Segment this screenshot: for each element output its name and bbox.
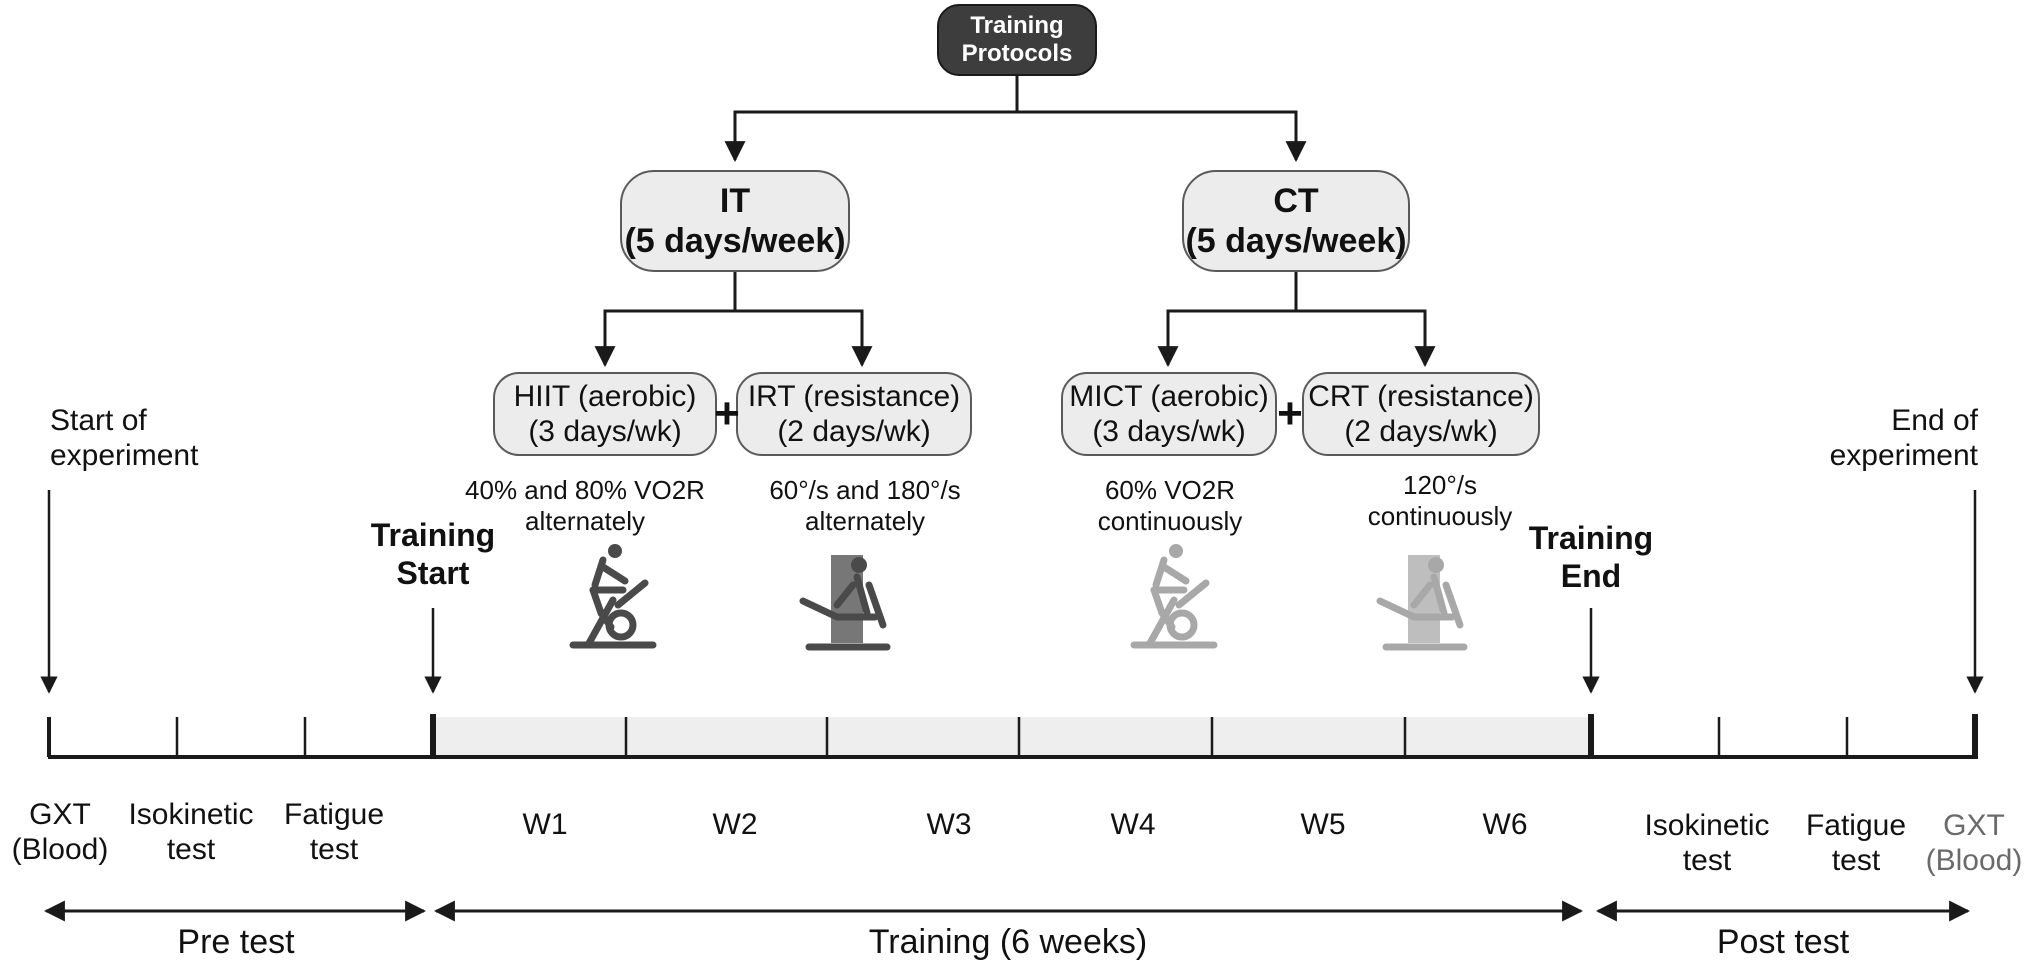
- connector-root-ct: [1017, 110, 1307, 163]
- timeline: [47, 714, 1978, 759]
- post-test-phase-label: Post test: [1716, 923, 1850, 961]
- pre-test-phase-label: Pre test: [177, 923, 295, 961]
- irt-box: IRT (resistance) (2 days/wk): [736, 372, 972, 456]
- post-test-fatigue: Fatigue test: [1805, 809, 1907, 878]
- week-label: W2: [712, 808, 758, 841]
- week-label: W4: [1110, 808, 1156, 841]
- post-test-gxt: GXT (Blood): [1925, 809, 2023, 878]
- mict-name: MICT (aerobic): [1069, 379, 1269, 413]
- ct-frequency: (5 days/week): [1185, 222, 1407, 260]
- stationary-bike-icon: [1130, 544, 1218, 649]
- week-label: W5: [1300, 808, 1346, 841]
- it-frequency: (5 days/week): [624, 222, 846, 260]
- week-label: W1: [522, 808, 568, 841]
- training-phase-label: Training (6 weeks): [868, 923, 1148, 961]
- irt-description: 60°/s and 180°/s alternately: [769, 475, 961, 536]
- it-name: IT: [719, 181, 751, 220]
- training-start-label: Training Start: [370, 517, 496, 591]
- irt-name: IRT (resistance): [747, 379, 961, 413]
- training-band: [435, 717, 1590, 755]
- plus-sign-it: +: [714, 389, 740, 438]
- hiit-box: HIIT (aerobic) (3 days/wk): [493, 372, 717, 456]
- irt-frequency: (2 days/wk): [777, 415, 931, 448]
- plus-sign-ct: +: [1277, 389, 1303, 438]
- mict-frequency: (3 days/wk): [1092, 415, 1246, 448]
- connector-root: [724, 76, 1019, 163]
- pre-test-gxt: GXT (Blood): [11, 798, 109, 867]
- hiit-frequency: (3 days/wk): [528, 415, 682, 448]
- connector-it: [594, 272, 737, 368]
- it-box: IT (5 days/week): [620, 170, 850, 272]
- crt-frequency: (2 days/wk): [1344, 415, 1498, 448]
- leg-extension-machine-icon: [799, 555, 891, 651]
- stationary-bike-icon: [569, 544, 657, 649]
- mict-box: MICT (aerobic) (3 days/wk): [1061, 372, 1277, 456]
- training-protocols-box: Training Protocols: [937, 4, 1097, 76]
- connector-ct-crt: [1296, 309, 1436, 368]
- ct-name: CT: [1273, 181, 1319, 220]
- pre-test-isokinetic: Isokinetic test: [128, 798, 254, 867]
- week-label: W3: [926, 808, 972, 841]
- tree-connectors: [594, 76, 1436, 368]
- start-of-experiment-label: Start of experiment: [50, 404, 199, 473]
- crt-name: CRT (resistance): [1308, 379, 1534, 413]
- crt-box: CRT (resistance) (2 days/wk): [1302, 372, 1540, 456]
- post-test-isokinetic: Isokinetic test: [1644, 809, 1770, 878]
- connector-ct: [1157, 272, 1298, 368]
- ct-box: CT (5 days/week): [1182, 170, 1410, 272]
- leg-extension-machine-icon: [1376, 555, 1468, 651]
- end-of-experiment-label: End of experiment: [1829, 404, 1978, 473]
- training-end-label: Training End: [1528, 520, 1654, 594]
- crt-description: 120°/s continuously: [1367, 470, 1513, 531]
- pre-test-fatigue: Fatigue test: [283, 798, 385, 867]
- hiit-name: HIIT (aerobic): [513, 379, 697, 413]
- hiit-description: 40% and 80% VO2R alternately: [465, 475, 705, 536]
- event-arrows: [40, 490, 1984, 694]
- connector-it-irt: [735, 309, 873, 368]
- training-protocols-title: Training Protocols: [961, 11, 1073, 67]
- week-label: W6: [1482, 808, 1528, 841]
- mict-description: 60% VO2R continuously: [1097, 475, 1243, 536]
